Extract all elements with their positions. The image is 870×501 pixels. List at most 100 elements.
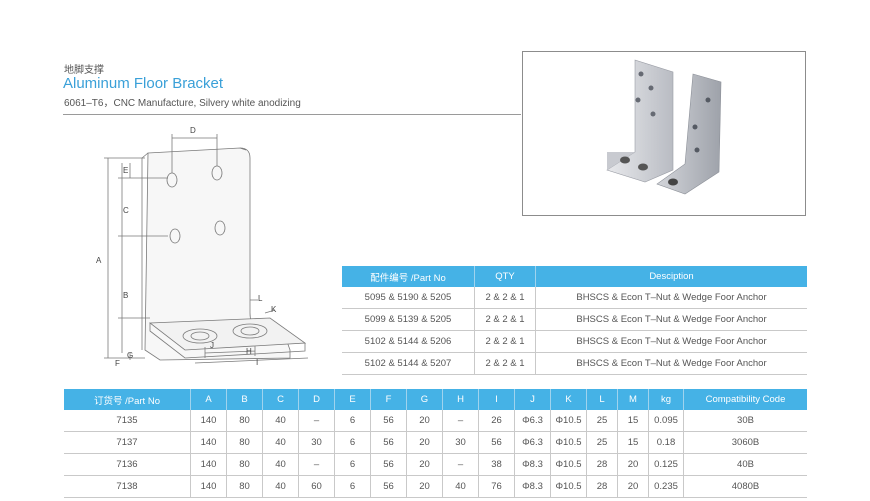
spec-cell: 76 xyxy=(478,475,515,498)
spec-cell: 40 xyxy=(262,453,299,476)
parts-cell: BHSCS & Econ T–Nut & Wedge Foor Anchor xyxy=(535,352,807,375)
spec-cell: 25 xyxy=(586,431,618,454)
dim-label-i: I xyxy=(256,358,258,367)
spec-cell: – xyxy=(298,453,335,476)
table-row: 5102 & 5144 & 5206 2 & 2 & 1 BHSCS & Eco… xyxy=(342,330,807,353)
spec-cell: 6 xyxy=(334,475,371,498)
spec-header: L xyxy=(586,389,618,410)
parts-cell: 2 & 2 & 1 xyxy=(474,352,536,375)
spec-cell: 20 xyxy=(406,410,443,432)
spec-cell: 56 xyxy=(370,431,407,454)
spec-header: C xyxy=(262,389,299,410)
spec-cell: 0.095 xyxy=(648,410,684,432)
spec-cell: 7138 xyxy=(64,475,191,498)
spec-cell: 15 xyxy=(617,410,649,432)
spec-cell: Φ10.5 xyxy=(550,453,587,476)
spec-cell: Φ6.3 xyxy=(514,410,551,432)
spec-cell: 0.235 xyxy=(648,475,684,498)
dim-label-b: B xyxy=(123,291,128,300)
spec-header: B xyxy=(226,389,263,410)
dim-label-j: J xyxy=(210,341,214,350)
spec-cell: 20 xyxy=(406,475,443,498)
spec-cell: 0.125 xyxy=(648,453,684,476)
spec-cell: – xyxy=(442,410,479,432)
spec-cell: Φ8.3 xyxy=(514,453,551,476)
spec-cell: 140 xyxy=(190,431,227,454)
page-title: Aluminum Floor Bracket xyxy=(63,75,224,92)
spec-cell: 20 xyxy=(406,453,443,476)
spec-cell: 28 xyxy=(586,475,618,498)
parts-cell: 5099 & 5139 & 5205 xyxy=(342,308,475,331)
table-row: 5095 & 5190 & 5205 2 & 2 & 1 BHSCS & Eco… xyxy=(342,287,807,309)
spec-cell: 140 xyxy=(190,453,227,476)
spec-cell: 30 xyxy=(298,431,335,454)
spec-cell: 30 xyxy=(442,431,479,454)
spec-cell: 56 xyxy=(370,410,407,432)
parts-table: 配件编号 /Part No QTY Desciption 5095 & 5190… xyxy=(342,266,807,375)
spec-cell: 30B xyxy=(683,410,807,432)
dim-label-a: A xyxy=(96,256,102,265)
spec-header: kg xyxy=(648,389,684,410)
spec-cell: 38 xyxy=(478,453,515,476)
spec-header: J xyxy=(514,389,551,410)
spec-table: 订货号 /Part No A B C D E F G H I J K L M k… xyxy=(64,389,807,498)
dim-label-g: G xyxy=(127,351,133,360)
spec-cell: 28 xyxy=(586,453,618,476)
spec-header: 订货号 /Part No xyxy=(64,389,191,410)
spec-cell: 15 xyxy=(617,431,649,454)
spec-cell: 7137 xyxy=(64,431,191,454)
spec-cell: 7135 xyxy=(64,410,191,432)
dim-label-e: E xyxy=(123,166,128,175)
dim-label-k: K xyxy=(271,305,277,314)
bracket-drawing: D E C A B F G H I L K J xyxy=(96,126,309,368)
parts-cell: BHSCS & Econ T–Nut & Wedge Foor Anchor xyxy=(535,287,807,309)
spec-cell: 26 xyxy=(478,410,515,432)
dim-label-f: F xyxy=(115,359,120,368)
spec-header: I xyxy=(478,389,515,410)
spec-header: M xyxy=(617,389,649,410)
spec-cell: 6 xyxy=(334,453,371,476)
spec-cell: 60 xyxy=(298,475,335,498)
spec-cell: 80 xyxy=(226,410,263,432)
spec-cell: 56 xyxy=(370,475,407,498)
dim-label-l: L xyxy=(258,294,263,303)
dim-label-d: D xyxy=(190,126,196,135)
parts-cell: 5095 & 5190 & 5205 xyxy=(342,287,475,309)
spec-header: F xyxy=(370,389,407,410)
spec-cell: Φ6.3 xyxy=(514,431,551,454)
parts-header-description: Desciption xyxy=(535,266,807,287)
spec-cell: 80 xyxy=(226,475,263,498)
spec-cell: Φ10.5 xyxy=(550,431,587,454)
spec-cell: 56 xyxy=(370,453,407,476)
spec-cell: Φ10.5 xyxy=(550,410,587,432)
parts-cell: 5102 & 5144 & 5207 xyxy=(342,352,475,375)
spec-cell: 40 xyxy=(442,475,479,498)
spec-header: G xyxy=(406,389,443,410)
spec-cell: 40 xyxy=(262,410,299,432)
spec-header: Compatibility Code xyxy=(683,389,807,410)
spec-cell: 20 xyxy=(617,453,649,476)
parts-header-partno: 配件编号 /Part No xyxy=(342,266,475,287)
table-row: 5102 & 5144 & 5207 2 & 2 & 1 BHSCS & Eco… xyxy=(342,352,807,375)
spec-cell: 40 xyxy=(262,431,299,454)
spec-header: D xyxy=(298,389,335,410)
spec-cell: 140 xyxy=(190,410,227,432)
spec-header: E xyxy=(334,389,371,410)
title-rule xyxy=(63,114,521,115)
spec-table-header: 订货号 /Part No A B C D E F G H I J K L M k… xyxy=(64,389,807,410)
spec-cell: 80 xyxy=(226,431,263,454)
dim-label-c: C xyxy=(123,206,129,215)
parts-cell: 2 & 2 & 1 xyxy=(474,287,536,309)
product-photo xyxy=(606,59,722,195)
spec-header: H xyxy=(442,389,479,410)
spec-cell: – xyxy=(442,453,479,476)
subtitle: 6061–T6，CNC Manufacture, Silvery white a… xyxy=(64,98,301,109)
spec-cell: Φ10.5 xyxy=(550,475,587,498)
spec-cell: 6 xyxy=(334,431,371,454)
spec-cell: 56 xyxy=(478,431,515,454)
product-photo-frame xyxy=(522,51,806,216)
